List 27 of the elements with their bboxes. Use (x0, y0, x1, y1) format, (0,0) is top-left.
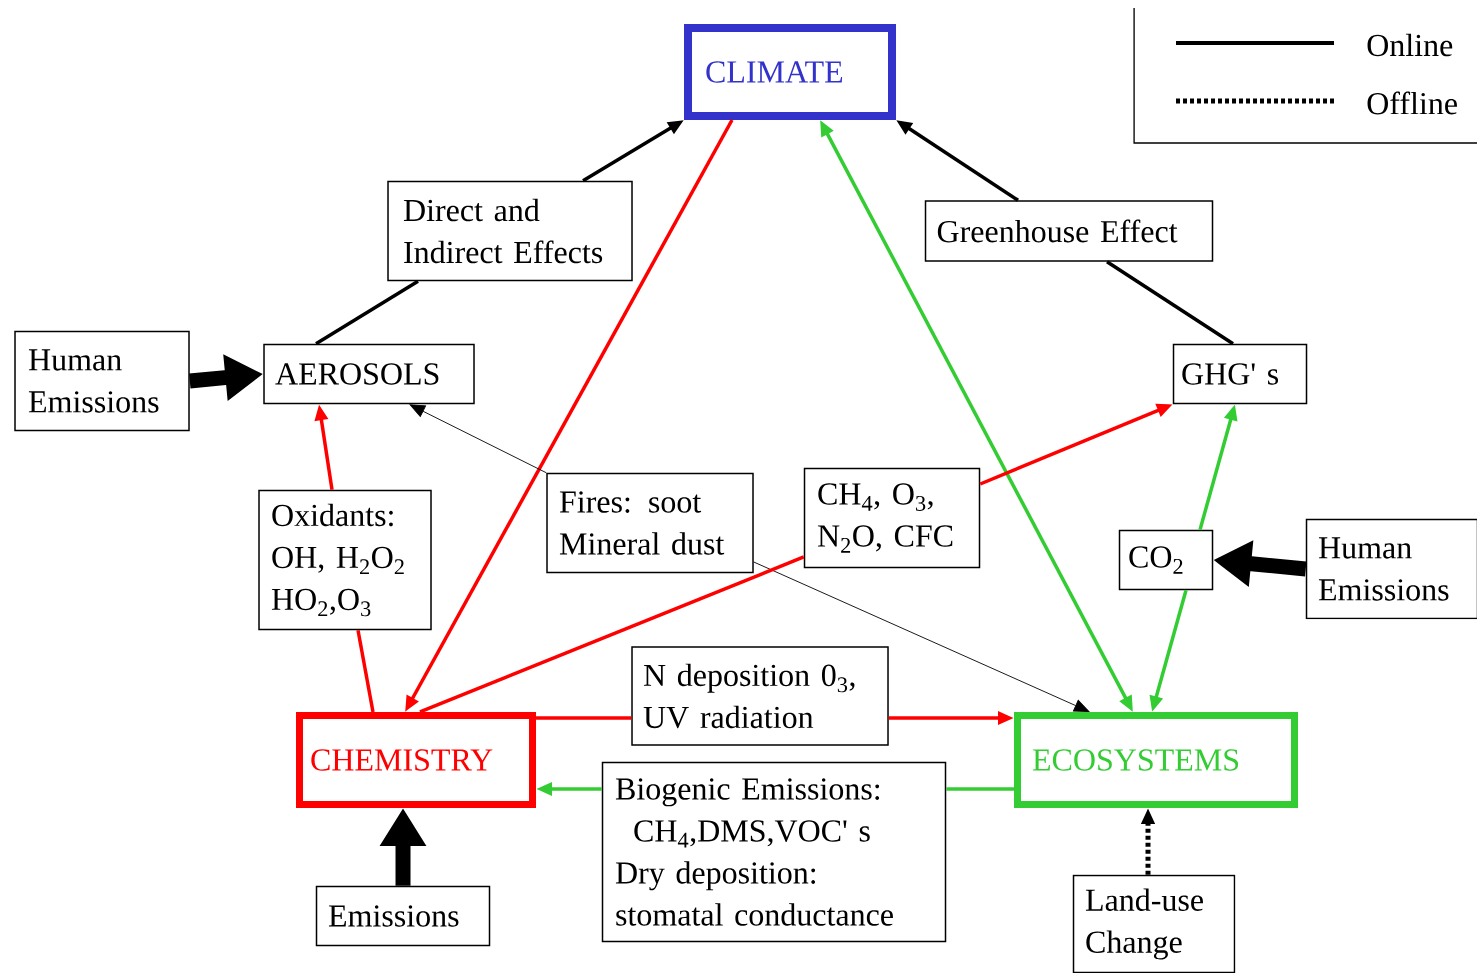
species-box: Oxidants: OH, H$_{2}$O$_{2}$ HO$_{2}$,O$_{3}$ (258, 489, 432, 631)
effect-box: Greenhouse Effect (924, 200, 1214, 262)
climate-box: CLIMATE (684, 24, 896, 120)
species-box: Fires: soot Mineral dust (546, 472, 754, 574)
ecosystems-box: ECOSYSTEMS (1014, 712, 1298, 808)
source-box: Emissions (315, 885, 491, 947)
connector-line (946, 787, 1014, 791)
connector-line (356, 629, 375, 713)
species-box: CO$_{2}$ (1118, 529, 1214, 591)
connector-line (536, 716, 632, 720)
arrow (409, 404, 547, 474)
component-box: AEROSOLS (263, 343, 475, 405)
effect-box: Direct and Indirect Effects (387, 180, 633, 282)
species-box: CH$_{4}$, O$_{3}$, N$_{2}$O, CFC (803, 467, 981, 569)
source-box: Land-use Change (1072, 874, 1236, 973)
source-box: Human Emissions (14, 330, 190, 432)
connector-line (1106, 260, 1234, 346)
chemistry-box: CHEMISTRY (296, 712, 536, 808)
component-box: GHG' s (1172, 343, 1308, 405)
source-box: Human Emissions (1305, 518, 1477, 620)
process-box: N deposition 0$_{3}$, UV radiation (631, 646, 889, 746)
connector-line (419, 555, 805, 714)
legend-label: Online (1367, 33, 1453, 57)
process-box: Biogenic Emissions: CH$_{4}$,DMS,VOC' s Dry deposition: stomatal conductance (601, 761, 947, 943)
arrow (753, 561, 1090, 712)
legend-label: Offline (1367, 91, 1457, 115)
connector-line (315, 279, 419, 346)
